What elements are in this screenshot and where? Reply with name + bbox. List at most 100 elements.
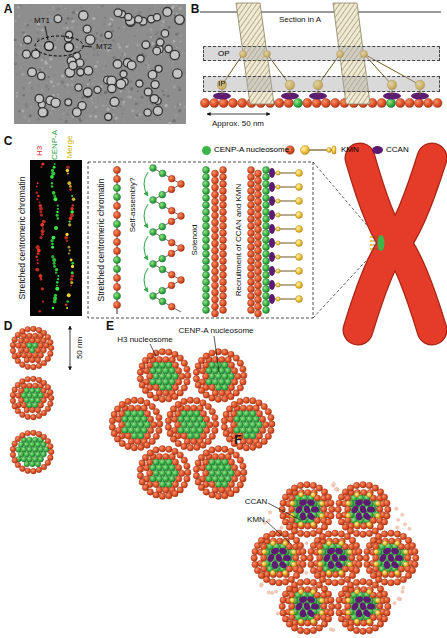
h3-nucleosome bbox=[317, 555, 323, 561]
cenp-a-nucleosome bbox=[24, 398, 30, 404]
h3-nucleosome bbox=[48, 449, 54, 455]
em-noise bbox=[103, 23, 105, 25]
cenp-a-nucleosome bbox=[150, 465, 156, 471]
cenp-a-nucleosome bbox=[212, 465, 218, 471]
ccan-complex bbox=[294, 602, 303, 612]
h3-nucleosome bbox=[212, 261, 219, 268]
h3-nucleosome bbox=[288, 576, 294, 582]
cenp-a-nucleosome bbox=[166, 362, 172, 368]
fluorescence-spot bbox=[50, 239, 53, 242]
h3-nucleosome bbox=[248, 174, 255, 181]
h3-nucleosome bbox=[212, 453, 218, 459]
h3-nucleosome bbox=[372, 625, 378, 631]
em-noise bbox=[140, 90, 141, 91]
em-noise bbox=[20, 36, 21, 37]
h3-nucleosome bbox=[261, 544, 267, 550]
h3-nucleosome bbox=[373, 566, 379, 572]
kmn-ball bbox=[296, 212, 303, 219]
h3-nucleosome bbox=[353, 542, 359, 548]
h3-nucleosome bbox=[163, 487, 169, 493]
h3-nucleosome bbox=[142, 387, 148, 393]
fluorescence-spot bbox=[37, 249, 41, 253]
cenp-a-nucleosome bbox=[317, 512, 323, 518]
h3-nucleosome bbox=[137, 369, 143, 375]
h3-nucleosome bbox=[191, 405, 197, 411]
ccan-complex bbox=[334, 547, 344, 555]
em-noise bbox=[93, 54, 96, 57]
h3-nucleosome bbox=[231, 422, 237, 428]
cenp-a-nucleosome bbox=[237, 411, 243, 417]
kmn-ball bbox=[370, 240, 373, 243]
h3-nucleosome bbox=[305, 586, 311, 592]
leader-line bbox=[214, 336, 219, 372]
cenp-a-nucleosome bbox=[263, 293, 270, 300]
cenp-a-nucleosome bbox=[263, 279, 270, 286]
h3-nucleosome bbox=[212, 233, 219, 240]
h3-nucleosome bbox=[139, 479, 145, 485]
cenp-a-nucleosome bbox=[169, 476, 175, 482]
cenp-a-nucleosome bbox=[35, 398, 41, 404]
cenp-a-nucleosome bbox=[159, 384, 165, 390]
fluorescence-spot bbox=[39, 274, 43, 278]
h3-nucleosome bbox=[185, 469, 191, 475]
h3-nucleosome bbox=[248, 237, 255, 244]
cenp-a-nucleosome bbox=[212, 368, 218, 374]
h3-nucleosome bbox=[263, 422, 269, 428]
h3-nucleosome bbox=[212, 275, 219, 282]
h3-nucleosome bbox=[144, 433, 150, 439]
h3-nucleosome bbox=[361, 620, 367, 626]
h3-nucleosome bbox=[178, 181, 185, 188]
h3-nucleosome bbox=[168, 207, 175, 214]
cenp-a-nucleosome bbox=[293, 98, 302, 107]
fluorescence-spot bbox=[68, 223, 71, 226]
cenp-a-nucleosome bbox=[30, 388, 36, 394]
h3-nucleosome bbox=[220, 307, 227, 314]
h3-nucleosome bbox=[243, 397, 249, 403]
em-noise bbox=[94, 78, 95, 79]
h3-nucleosome bbox=[300, 548, 306, 554]
cenp-a-nucleosome bbox=[30, 442, 36, 448]
kmn-ball bbox=[403, 549, 408, 554]
cenp-a-nucleosome bbox=[113, 265, 120, 272]
em-noise bbox=[136, 101, 137, 102]
em-noise bbox=[71, 78, 73, 80]
section-line bbox=[200, 12, 441, 13]
h3-nucleosome bbox=[280, 610, 286, 616]
h3-nucleosome bbox=[255, 226, 262, 233]
h3-nucleosome bbox=[138, 397, 144, 403]
h3-nucleosome bbox=[30, 357, 36, 363]
em-noise bbox=[59, 118, 62, 121]
h3-nucleosome bbox=[212, 212, 219, 219]
cenp-a-nucleosome bbox=[225, 465, 231, 471]
nucleosome-disk bbox=[10, 326, 54, 370]
cenp-a-nucleosome bbox=[159, 202, 166, 209]
h3-nucleosome bbox=[243, 445, 249, 451]
cenp-a-nucleosome bbox=[184, 416, 190, 422]
h3-nucleosome bbox=[21, 343, 27, 349]
cenp-a-nucleosome bbox=[150, 197, 157, 204]
cenp-a-nucleosome bbox=[289, 549, 295, 555]
em-noise bbox=[27, 90, 30, 93]
fluorescence-spot bbox=[51, 182, 53, 184]
h3-nucleosome bbox=[220, 174, 227, 181]
h3-nucleosome bbox=[345, 603, 351, 609]
cenp-a-nucleosome bbox=[159, 481, 165, 487]
cenp-a-nucleosome bbox=[240, 427, 246, 433]
microtubule-section bbox=[105, 113, 112, 120]
em-noise bbox=[147, 64, 149, 66]
em-noise bbox=[93, 110, 96, 113]
kmn-ball bbox=[276, 283, 280, 287]
h3-nucleosome bbox=[168, 282, 175, 289]
cenp-a-nucleosome bbox=[32, 447, 38, 453]
em-noise bbox=[39, 70, 41, 72]
h3-nucleosome bbox=[125, 433, 131, 439]
h3-nucleosome bbox=[366, 579, 372, 585]
h3-nucleosome bbox=[373, 544, 379, 550]
fluorescence-spot bbox=[53, 262, 56, 265]
cenp-a-nucleosome bbox=[18, 442, 24, 448]
em-noise bbox=[147, 34, 149, 36]
fluorescence-spot bbox=[69, 217, 73, 221]
h3-nucleosome bbox=[178, 245, 185, 252]
em-noise bbox=[57, 83, 60, 86]
cenp-a-nucleosome bbox=[41, 452, 47, 458]
